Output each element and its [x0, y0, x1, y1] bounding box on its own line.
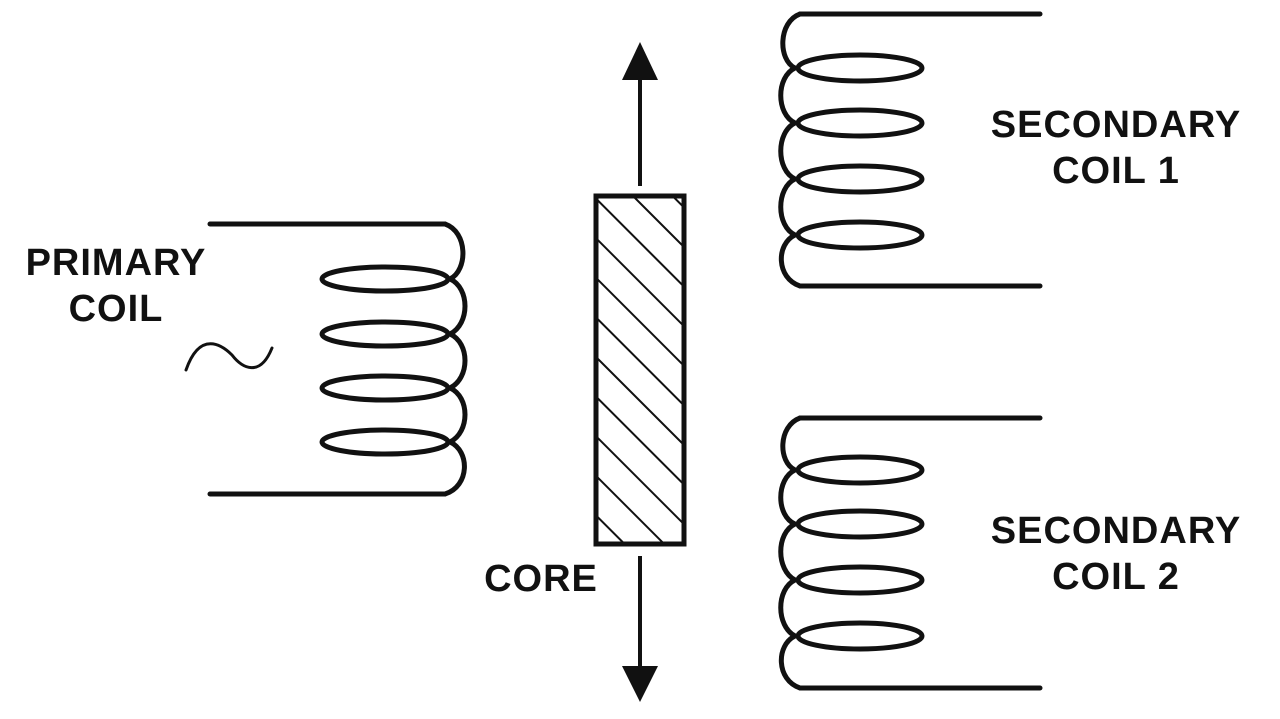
double-arrow-icon	[622, 42, 658, 702]
secondary-coil-2-loop	[795, 508, 925, 540]
primary-coil	[207, 221, 468, 497]
core-rod	[593, 193, 687, 547]
primary-coil-loop	[319, 427, 451, 457]
secondary-coil-2-label-line-1: SECONDARY	[990, 510, 1242, 552]
primary-coil-label-line-2: COIL	[68, 288, 164, 330]
secondary-coil-1-loop	[795, 52, 925, 84]
primary-coil-loop	[319, 319, 451, 349]
secondary-coil-1-label-line-2: COIL 1	[1052, 150, 1180, 192]
sine-wave-icon	[184, 342, 274, 372]
secondary-coil-1	[778, 11, 1043, 289]
secondary-coil-1-loop	[795, 219, 925, 251]
secondary-coil-2-label: SECONDARY COIL 2	[956, 508, 1276, 600]
secondary-coil-1-loop	[795, 107, 925, 139]
core-label: CORE	[484, 558, 598, 600]
secondary-coil-2-winding	[778, 415, 803, 691]
secondary-coil-1-label: SECONDARY COIL 1	[956, 102, 1276, 194]
primary-coil-label: PRIMARY COIL	[0, 240, 232, 332]
primary-coil-loop	[319, 264, 451, 294]
secondary-coil-2-loop	[795, 620, 925, 652]
secondary-coil-2-label-line-2: COIL 2	[1052, 556, 1180, 598]
primary-coil-loop	[319, 373, 451, 403]
primary-coil-label-line-1: PRIMARY	[25, 242, 207, 284]
secondary-coil-1-loop	[795, 163, 925, 195]
secondary-coil-2	[778, 415, 1043, 691]
secondary-coil-1-winding	[778, 11, 803, 289]
secondary-coil-2-loop	[795, 454, 925, 486]
secondary-coil-1-label-line-1: SECONDARY	[990, 104, 1242, 146]
primary-coil-winding	[442, 221, 468, 497]
secondary-coil-2-loop	[795, 564, 925, 596]
